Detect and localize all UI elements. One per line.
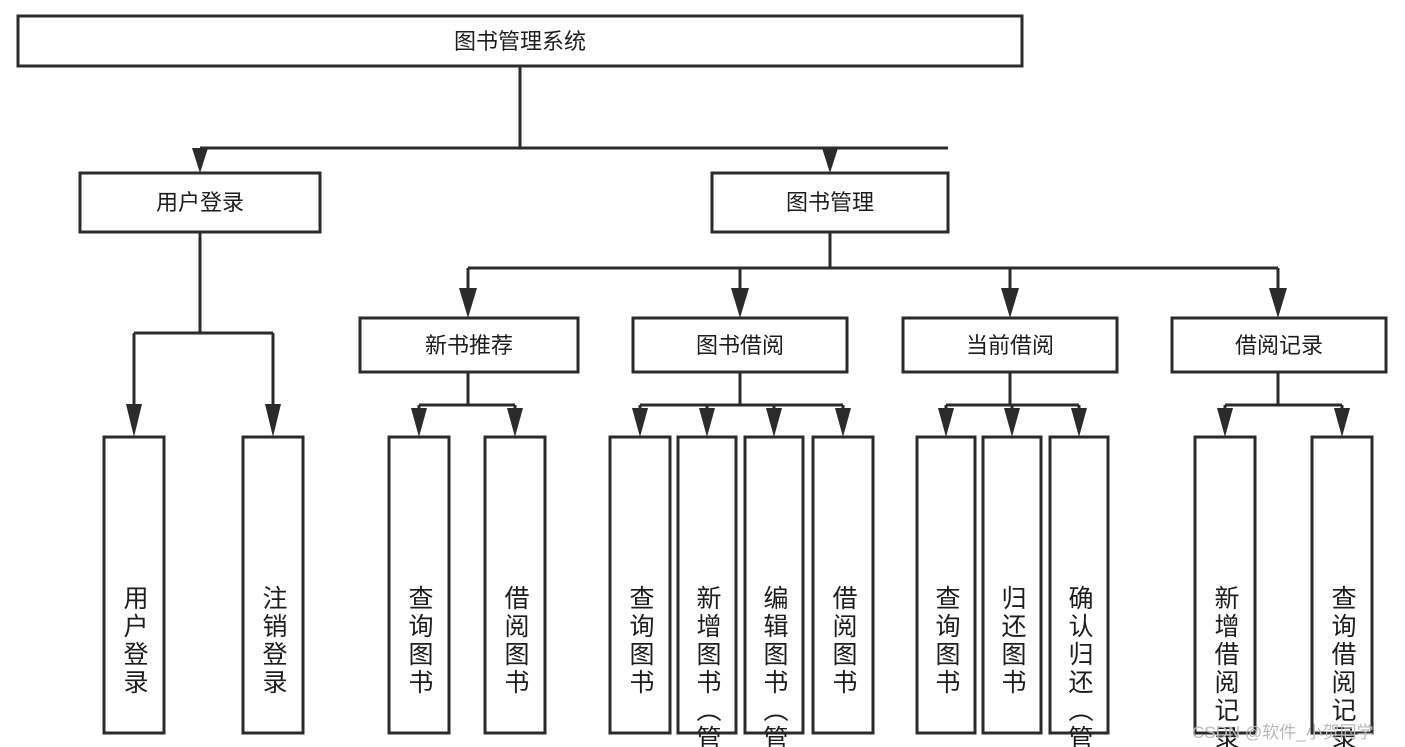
connector-new-book-recommend-to-leaves: [411, 372, 523, 437]
node-borrow-record-label: 借阅记录: [1235, 333, 1323, 358]
connector-current-borrow-to-leaves: [938, 372, 1087, 437]
node-new-book-recommend-label: 新书推荐: [425, 333, 513, 358]
arrow-head-icon: [507, 408, 523, 437]
node-leaf-return-book-label: 归还图书: [998, 585, 1027, 697]
node-leaf-edit-book-admin-label: 编辑图书（管理员）: [760, 585, 789, 747]
node-new-book-recommend[interactable]: 新书推荐: [358, 316, 580, 374]
node-leaf-query-book-1-label: 查询图书: [405, 585, 434, 697]
node-leaf-query-book-1[interactable]: 查询图书: [387, 435, 451, 735]
node-leaf-user-login-label: 用户登录: [120, 585, 149, 697]
arrow-head-icon: [126, 404, 142, 437]
node-current-borrow[interactable]: 当前借阅: [901, 316, 1119, 374]
connector-book-manage-to-level3: [459, 232, 1287, 318]
node-leaf-borrow-book-1[interactable]: 借阅图书: [483, 435, 547, 735]
node-leaf-confirm-return-admin-label: 确认归还（管理员）: [1065, 585, 1094, 747]
arrow-head-icon: [265, 404, 281, 437]
node-leaf-query-book-2-label: 查询图书: [626, 585, 655, 697]
arrow-head-icon: [1334, 408, 1350, 437]
arrow-head-icon: [1004, 408, 1020, 437]
arrow-head-icon: [459, 288, 477, 318]
node-leaf-borrow-book-2-label: 借阅图书: [829, 585, 858, 697]
node-leaf-query-book-3[interactable]: 查询图书: [915, 435, 977, 735]
node-leaf-borrow-book-1-label: 借阅图书: [501, 585, 530, 697]
connector-book-borrow-to-leaves: [632, 372, 851, 437]
node-root[interactable]: 图书管理系统: [16, 14, 1024, 68]
node-leaf-query-borrow-record[interactable]: 查询借阅记录: [1310, 435, 1374, 747]
arrow-head-icon: [938, 408, 954, 437]
arrow-head-icon: [822, 148, 838, 173]
node-leaf-add-borrow-record[interactable]: 新增借阅记录: [1193, 435, 1257, 747]
connector-user-login-to-leaves: [126, 232, 281, 437]
node-root-label: 图书管理系统: [454, 29, 586, 54]
arrow-head-icon: [1001, 288, 1019, 318]
arrow-head-icon: [835, 408, 851, 437]
node-leaf-logout[interactable]: 注销登录: [241, 435, 305, 735]
node-leaf-user-login[interactable]: 用户登录: [102, 435, 166, 735]
node-book-borrow-label: 图书借阅: [696, 333, 784, 358]
node-leaf-edit-book-admin[interactable]: 编辑图书（管理员）: [743, 435, 805, 747]
arrow-head-icon: [699, 408, 715, 437]
node-leaf-add-borrow-record-label: 新增借阅记录: [1211, 585, 1240, 747]
node-book-borrow[interactable]: 图书借阅: [631, 316, 849, 374]
node-user-login[interactable]: 用户登录: [78, 171, 322, 234]
arrow-head-icon: [1217, 408, 1233, 437]
node-leaf-add-book-admin[interactable]: 新增图书（管理员）: [676, 435, 738, 747]
node-leaf-return-book[interactable]: 归还图书: [981, 435, 1043, 735]
node-leaf-borrow-book-2[interactable]: 借阅图书: [811, 435, 875, 735]
node-leaf-confirm-return-admin[interactable]: 确认归还（管理员）: [1048, 435, 1110, 747]
node-leaf-logout-label: 注销登录: [259, 585, 288, 697]
arrow-head-icon: [766, 408, 782, 437]
arrow-head-icon: [632, 408, 648, 437]
node-borrow-record[interactable]: 借阅记录: [1170, 316, 1388, 374]
node-current-borrow-label: 当前借阅: [966, 333, 1054, 358]
node-leaf-query-book-2[interactable]: 查询图书: [608, 435, 672, 735]
node-leaf-query-book-3-label: 查询图书: [932, 585, 961, 697]
arrow-head-icon: [411, 408, 427, 437]
node-leaf-add-book-admin-label: 新增图书（管理员）: [693, 585, 722, 747]
connector-root-to-level2: [192, 66, 948, 173]
arrow-head-icon: [731, 288, 749, 318]
node-book-manage[interactable]: 图书管理: [710, 171, 950, 234]
node-leaf-query-borrow-record-label: 查询借阅记录: [1328, 585, 1357, 747]
arrow-head-icon: [1071, 408, 1087, 437]
node-user-login-label: 用户登录: [156, 190, 244, 215]
node-book-manage-label: 图书管理: [786, 190, 874, 215]
arrow-head-icon: [1269, 288, 1287, 318]
connector-borrow-record-to-leaves: [1217, 372, 1350, 437]
arrow-head-icon: [192, 148, 208, 173]
